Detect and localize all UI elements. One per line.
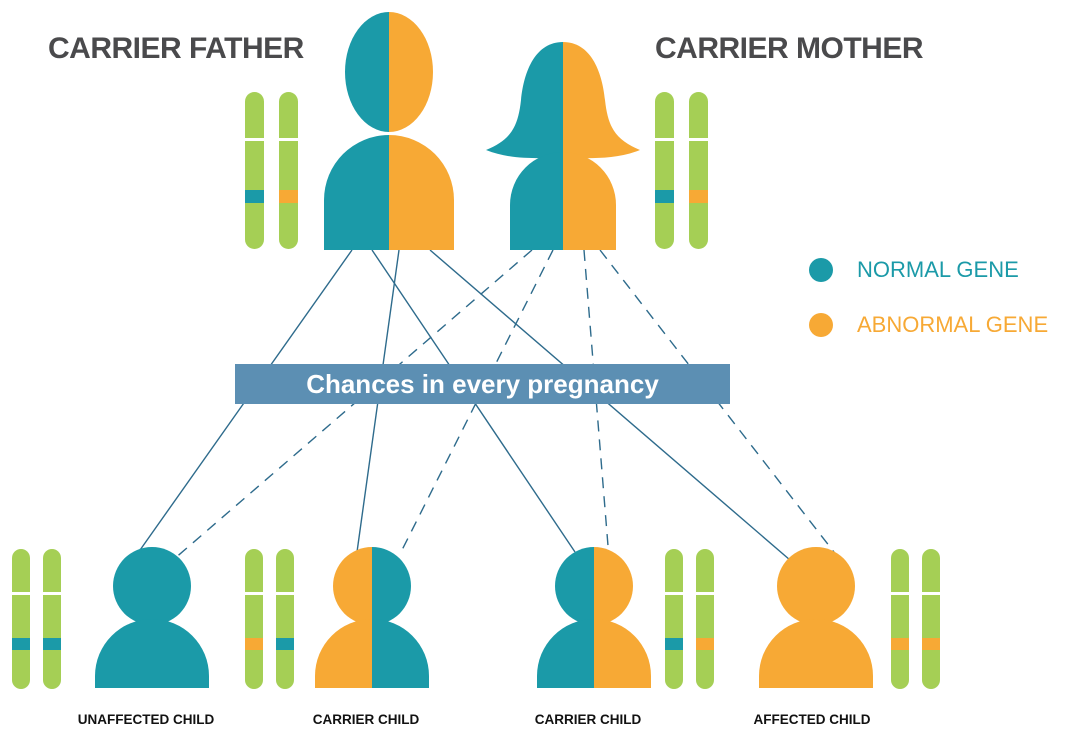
gene-band-abnormal — [696, 638, 714, 650]
gene-band-abnormal — [245, 638, 263, 650]
chromosome-pair-father — [245, 92, 298, 249]
child-label-affected: AFFECTED CHILD — [753, 712, 871, 727]
child-label-carrier-2: CARRIER CHILD — [534, 712, 642, 727]
chromosome-pair-carrier-1 — [245, 549, 294, 689]
gene-band-abnormal — [891, 638, 909, 650]
abnormal-gene-dot-icon — [809, 313, 833, 337]
mother-figure — [486, 42, 640, 250]
chromosome-pair-affected — [891, 549, 940, 689]
normal-gene-dot-icon — [809, 258, 833, 282]
gene-band-abnormal — [689, 190, 708, 203]
legend-normal: NORMAL GENE — [809, 257, 1019, 283]
banner-text: Chances in every pregnancy — [306, 368, 659, 399]
gene-band-normal — [665, 638, 683, 650]
gene-band-normal — [43, 638, 61, 650]
chromosome-pair-carrier-2 — [665, 549, 714, 689]
mother-line-carrier-2 — [583, 249, 610, 559]
father-lines — [132, 249, 791, 561]
child-figure-carrier-2 — [537, 547, 651, 688]
chances-banner: Chances in every pregnancy — [235, 364, 730, 404]
child-figure-unaffected — [95, 547, 209, 688]
gene-band-abnormal — [922, 638, 940, 650]
legend-abnormal: ABNORMAL GENE — [809, 312, 1048, 338]
father-label: CARRIER FATHER — [48, 32, 304, 65]
mother-line-unaffected — [172, 249, 533, 561]
gene-band-normal — [276, 638, 294, 650]
child-label-carrier-1: CARRIER CHILD — [312, 712, 420, 727]
child-figure-carrier-1 — [315, 547, 429, 688]
gene-band-normal — [655, 190, 674, 203]
child-label-unaffected: UNAFFECTED CHILD — [77, 712, 215, 727]
mother-lines — [172, 249, 838, 561]
gene-band-abnormal — [279, 190, 298, 203]
legend-normal-label: NORMAL GENE — [857, 257, 1019, 282]
father-line-unaffected — [132, 249, 353, 561]
mother-label: CARRIER MOTHER — [655, 32, 924, 65]
chromosomes — [12, 92, 940, 689]
gene-band-normal — [245, 190, 264, 203]
chromosome-pair-unaffected — [12, 549, 61, 689]
father-line-affected — [429, 249, 791, 561]
legend-abnormal-label: ABNORMAL GENE — [857, 312, 1049, 337]
chromosome-pair-mother — [655, 92, 708, 249]
father-figure — [324, 12, 454, 250]
gene-band-normal — [12, 638, 30, 650]
child-figure-affected — [759, 547, 873, 688]
